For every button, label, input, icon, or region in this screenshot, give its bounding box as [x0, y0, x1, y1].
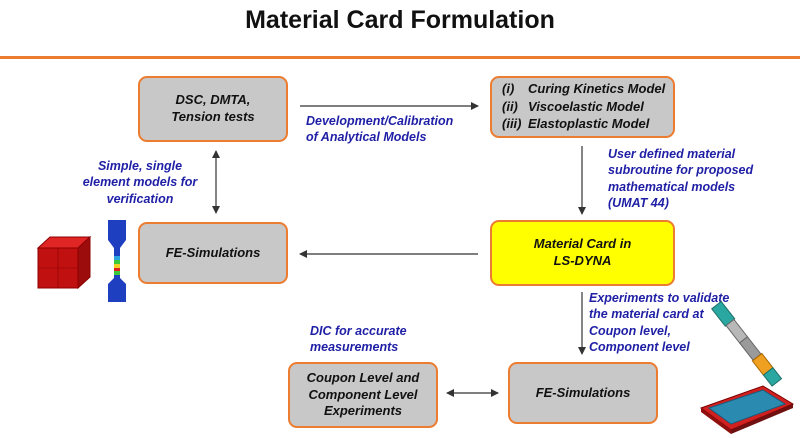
model-item: (i)Curing Kinetics Model [502, 80, 666, 96]
model-item: (ii)Viscoelastic Model [502, 98, 644, 114]
fe-simulations-top-label: FE-Simulations [165, 244, 261, 260]
tests-label: DSC, DMTA, Tension tests [171, 92, 255, 124]
tensile-specimen-icon [108, 220, 126, 302]
material-card-box: Material Card in LS-DYNA [490, 220, 675, 286]
single-element-note: Simple, single element models for verifi… [82, 159, 198, 206]
red-cube-icon [36, 235, 92, 290]
tests-box: DSC, DMTA, Tension tests [138, 76, 288, 142]
fe-simulations-bottom-label: FE-Simulations [535, 384, 631, 400]
coupon-beam-icon [711, 300, 783, 387]
experiments-box: Coupon Level and Component Level Experim… [288, 362, 438, 428]
title-divider [0, 56, 800, 59]
fe-simulations-bottom-box: FE-Simulations [508, 362, 658, 424]
experiments-label: Coupon Level and Component Level Experim… [306, 369, 420, 419]
material-card-label: Material Card in LS-DYNA [533, 236, 632, 268]
umat-note: User defined material subroutine for pro… [608, 147, 754, 210]
component-plate-icon [699, 385, 795, 434]
page-title: Material Card Formulation [245, 6, 555, 34]
models-list: (i)Curing Kinetics Model (ii)Viscoelasti… [502, 80, 665, 135]
model-item: (iii)Elastoplastic Model [502, 116, 650, 132]
dic-note: DIC for accurate measurements [310, 324, 407, 355]
fe-simulations-top-box: FE-Simulations [138, 222, 288, 284]
validate-note: Experiments to validate the material car… [589, 291, 730, 354]
development-note: Development/Calibration of Analytical Mo… [306, 114, 454, 145]
models-box: (i)Curing Kinetics Model (ii)Viscoelasti… [490, 76, 675, 138]
